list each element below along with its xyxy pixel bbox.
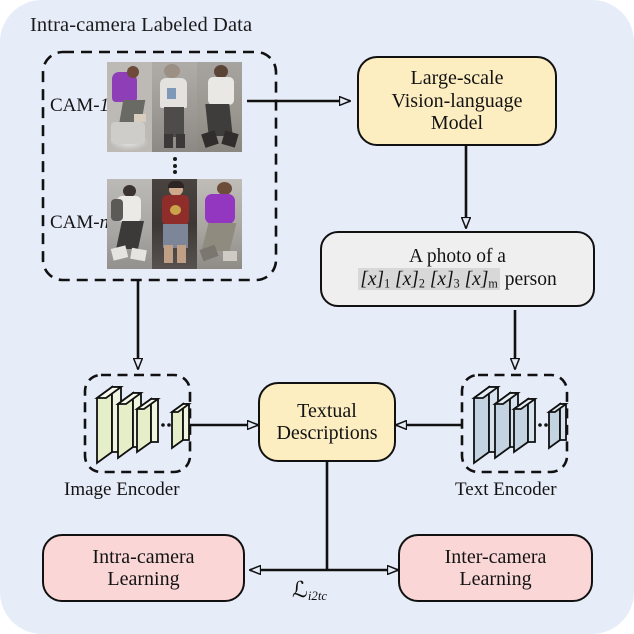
vertical-ellipsis (172, 157, 177, 174)
image-encoder-dashed-box (83, 373, 192, 474)
text-encoder-dashed-box (460, 373, 569, 474)
inter-line-2: Learning (459, 568, 532, 590)
textual-line-2: Descriptions (276, 422, 378, 444)
person-thumbnail (152, 179, 197, 269)
vlm-line-2: Vision-language (391, 89, 523, 112)
node-label: Intra-camera Learning (92, 546, 194, 591)
inter-line-1: Inter-camera (444, 545, 547, 568)
node-prompt-template[interactable]: A photo of a [x]1 [x]2 [x]3 [x]m person (320, 231, 595, 307)
vlm-line-3: Model (430, 112, 484, 135)
prompt-token-1: [x]1 (360, 269, 391, 291)
cam-row-label-1: CAM-1 (50, 95, 109, 117)
cam-label-suffix: 1 (99, 95, 110, 116)
person-thumbnail (197, 62, 242, 152)
cam-label-suffix: n (99, 212, 110, 233)
cam-label-prefix: CAM- (50, 212, 100, 233)
node-textual-descriptions[interactable]: Textual Descriptions (258, 382, 396, 462)
person-thumbnail (152, 62, 197, 152)
text-encoder-caption: Text Encoder (455, 479, 557, 500)
prompt-line-1: A photo of a (409, 246, 506, 268)
prompt-tokens: [x]1 [x]2 [x]3 [x]m (358, 268, 500, 291)
prompt-token-2: [x]2 (395, 269, 425, 291)
page-title: Intra-camera Labeled Data (30, 14, 253, 36)
prompt-token-4: [x]m (464, 269, 498, 291)
text-encoder-slabs (471, 385, 569, 465)
image-encoder-slabs (94, 385, 192, 465)
prompt-token-3: [x]3 (429, 269, 460, 291)
loss-subscript: i2tc (307, 589, 328, 604)
person-thumbnail (107, 62, 152, 152)
intra-line-2: Learning (107, 568, 180, 590)
textual-line-1: Textual (297, 399, 357, 422)
person-thumbnail (107, 179, 152, 269)
photo-strip-cam-1 (107, 62, 242, 152)
data-panel-dashed-box (41, 50, 278, 282)
node-large-scale-vision-language-model[interactable]: Large-scale Vision-language Model (357, 56, 557, 146)
loss-symbol: ℒ (292, 578, 308, 603)
node-label: Textual Descriptions (276, 400, 377, 445)
cam-row-label-2: CAM-n (50, 212, 109, 234)
prompt-tail: person (504, 269, 557, 291)
node-label: Large-scale Vision-language Model (392, 67, 523, 134)
node-intra-camera-learning[interactable]: Intra-camera Learning (42, 534, 245, 602)
intra-line-1: Intra-camera (92, 545, 195, 568)
prompt-line-2: [x]1 [x]2 [x]3 [x]m person (358, 268, 557, 291)
cam-label-prefix: CAM- (50, 95, 100, 116)
node-label: Inter-camera Learning (445, 546, 547, 591)
photo-strip-cam-n (107, 179, 242, 269)
vlm-line-1: Large-scale (410, 67, 504, 90)
node-inter-camera-learning[interactable]: Inter-camera Learning (398, 534, 593, 602)
loss-label: ℒi2tc (292, 578, 327, 604)
image-encoder-caption: Image Encoder (64, 479, 180, 500)
person-thumbnail (197, 179, 242, 269)
